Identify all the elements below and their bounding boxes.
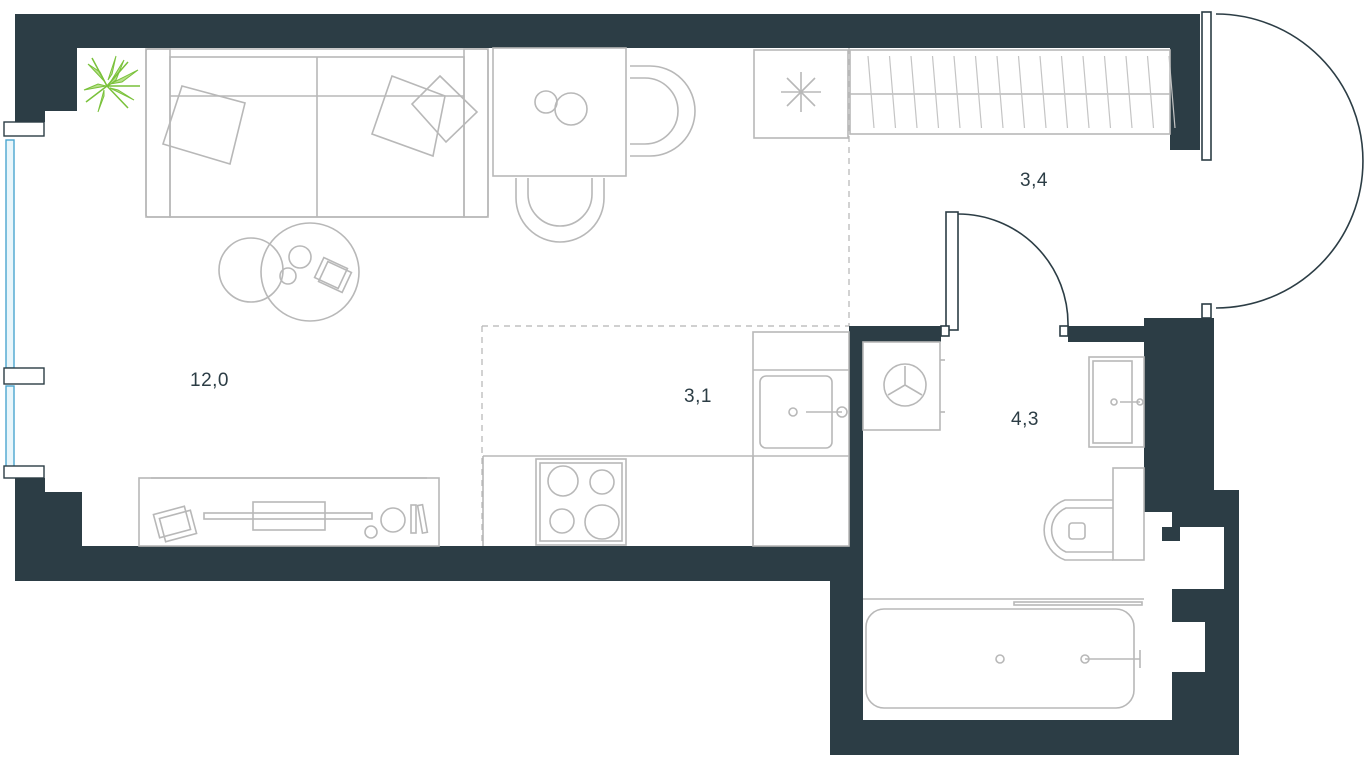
washbasin-icon [1088, 356, 1145, 448]
hanger [910, 55, 918, 129]
hanger [1082, 55, 1090, 129]
hanger [1146, 55, 1155, 129]
hanger [953, 55, 961, 129]
hanger [867, 55, 875, 129]
walls [15, 14, 1239, 755]
zone-dividers [481, 48, 850, 546]
hanger [996, 55, 1004, 129]
room-area-hallway: 3,4 [1020, 170, 1048, 191]
hanger [1017, 55, 1026, 129]
tv-unit [138, 477, 440, 547]
wardrobe-icon [753, 49, 1176, 139]
hanger [888, 55, 897, 129]
stove-icon [535, 458, 627, 546]
window-left [0, 121, 45, 479]
hanger [974, 55, 983, 129]
dining-table [492, 47, 696, 243]
hanger [1060, 55, 1069, 129]
hanger [1125, 55, 1133, 129]
sofa [145, 48, 489, 218]
hanger [1039, 55, 1047, 129]
kitchen-counter [482, 331, 850, 547]
plant-icon [83, 55, 140, 113]
washing-machine-icon [862, 341, 945, 431]
room-area-bathroom: 4,3 [1011, 409, 1039, 430]
sink-icon [759, 375, 848, 449]
hanger [1168, 55, 1176, 129]
hanger [1103, 55, 1112, 129]
room-area-kitchen: 3,1 [684, 386, 712, 407]
toilet-icon [1043, 467, 1145, 561]
bathtub-icon [863, 598, 1144, 709]
entrance-door [1200, 10, 1364, 319]
room-area-living: 12,0 [190, 370, 229, 391]
bathroom-door [940, 211, 1069, 342]
hanger [931, 55, 940, 129]
coffee-tables [218, 222, 360, 322]
